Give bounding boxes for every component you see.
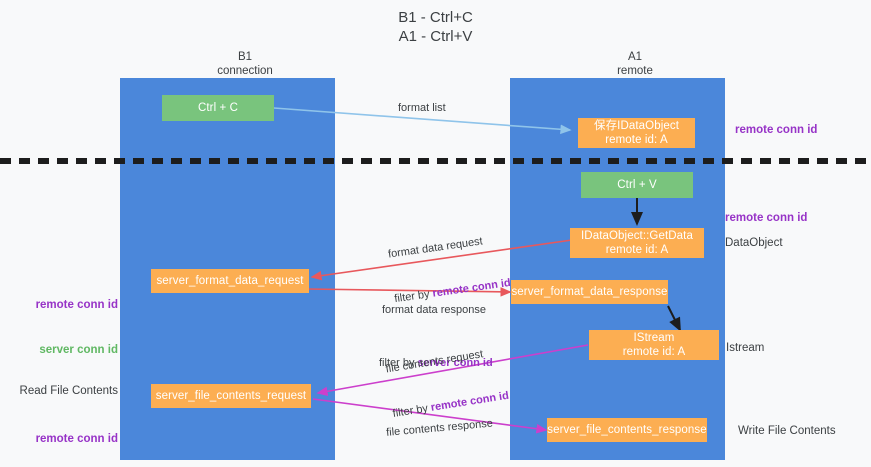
node-server-format-data-response[interactable]: server_format_data_response bbox=[511, 280, 668, 304]
side-label-write-file-contents: Write File Contents bbox=[738, 425, 836, 437]
node-server-file-contents-request[interactable]: server_file_contents_request bbox=[151, 384, 311, 408]
side-label-right-mid-remote-conn-id: remote conn id bbox=[725, 212, 808, 224]
node-ctrl-c[interactable]: Ctrl + C bbox=[162, 95, 274, 121]
node-server-format-data-request[interactable]: server_format_data_request bbox=[151, 269, 309, 293]
page-title: B1 - Ctrl+C A1 - Ctrl+V bbox=[398, 9, 473, 45]
left-bottom-remote-conn-id: remote conn id bbox=[35, 433, 118, 445]
node-istream[interactable]: IStream remote id: A bbox=[589, 330, 719, 360]
edge-label-line1: format data response bbox=[382, 304, 486, 316]
side-label-read-file-contents: Read File Contents bbox=[19, 385, 118, 397]
edge-label-format-data-response: format data response filter by server co… bbox=[379, 273, 493, 401]
edge-label-format-list: format list bbox=[398, 102, 446, 114]
node-idataobject-getdata[interactable]: IDataObject::GetData remote id: A bbox=[570, 228, 704, 258]
left-remote-conn-id: remote conn id bbox=[35, 299, 118, 311]
column-header-a1: A1 remote bbox=[617, 51, 653, 77]
node-server-file-contents-response[interactable]: server_file_contents_response bbox=[547, 418, 707, 442]
side-label-dataobject: DataObject bbox=[725, 237, 783, 249]
edge-label-line2: filter by server conn id bbox=[379, 356, 493, 371]
phase-divider bbox=[0, 158, 871, 164]
side-label-istream: Istream bbox=[726, 342, 765, 354]
edge-label-line1: file contents response bbox=[385, 417, 494, 439]
edge-label-line1: file contents request bbox=[384, 348, 484, 376]
edge-label-file-contents-response: file contents response filter by server … bbox=[383, 387, 501, 467]
node-ctrl-v[interactable]: Ctrl + V bbox=[581, 172, 693, 198]
filter-prefix: filter by bbox=[379, 357, 418, 369]
node-save-idataobject[interactable]: 保存IDataObject remote id: A bbox=[578, 118, 695, 148]
side-label-left-conn-ids: remote conn id server conn id bbox=[18, 268, 118, 388]
left-server-conn-id: server conn id bbox=[39, 344, 118, 356]
filter-key: server conn id bbox=[417, 357, 493, 369]
side-label-right-top-remote-conn-id: remote conn id bbox=[735, 124, 818, 136]
column-header-b1: B1 connection bbox=[217, 51, 273, 77]
side-label-left-bottom-conn-ids: remote conn id server conn id bbox=[18, 402, 118, 467]
edge-label-line1: format data request bbox=[387, 235, 484, 261]
